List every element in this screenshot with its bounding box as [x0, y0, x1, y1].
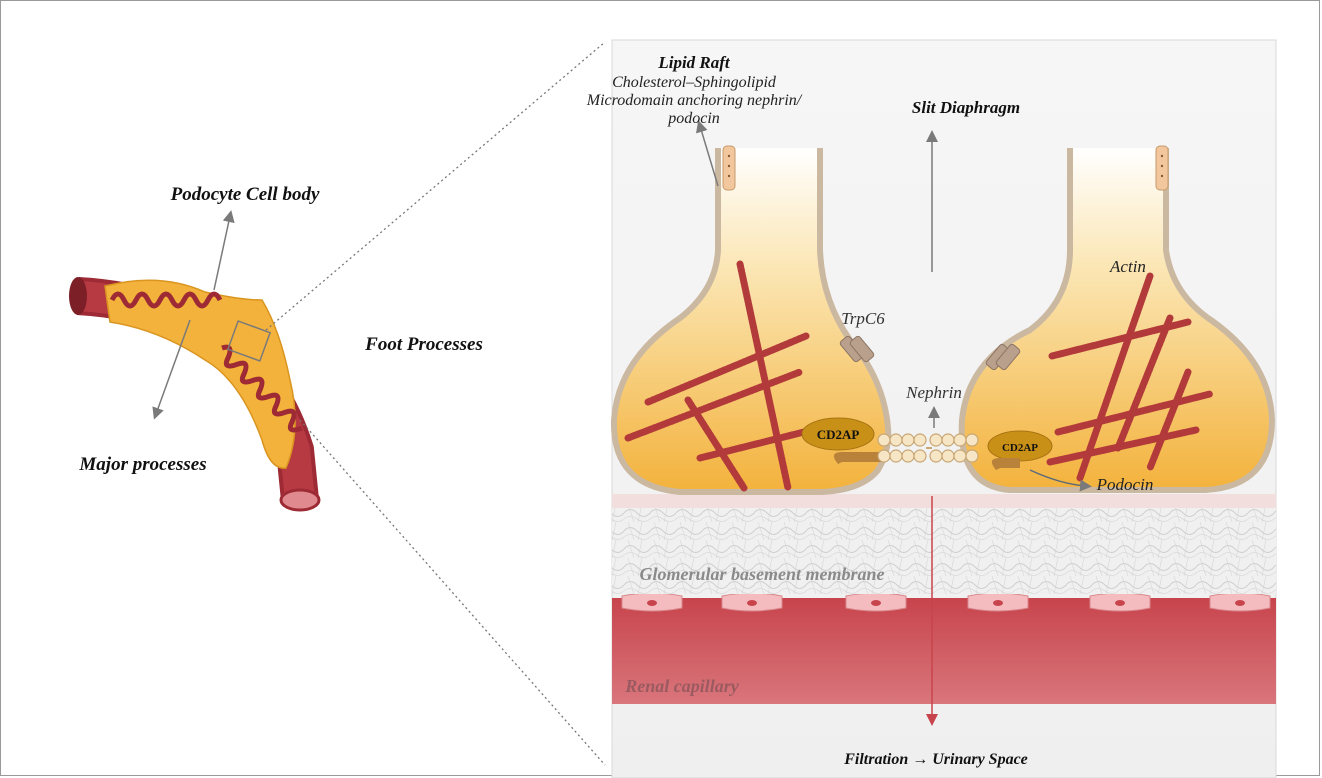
cell-body-label: Podocyte Cell body: [170, 184, 320, 205]
endothelial-nucleus: [993, 600, 1003, 606]
endothelial-nucleus: [1235, 600, 1245, 606]
trpc6-label: TrpC6: [841, 309, 885, 328]
nephrin-label: Nephrin: [905, 383, 962, 402]
endothelial-nucleus: [647, 600, 657, 606]
lipid-raft-desc-line1: Cholesterol–Sphingolipid: [612, 74, 777, 91]
lipid-raft-right: [1156, 146, 1168, 190]
gbm-label: Glomerular basement membrane: [639, 564, 884, 584]
foot-processes-label: Foot Processes: [364, 334, 483, 355]
capillary-opening-bottom: [281, 490, 319, 510]
cd2ap-right-label: CD2AP: [1002, 442, 1038, 454]
lipid-raft-desc-line2: Microdomain anchoring nephrin/: [586, 92, 803, 109]
cell-body-arrow: [214, 216, 230, 290]
zoom-line-bottom: [300, 420, 605, 765]
lipid-raft-desc-line3: podocin: [667, 110, 720, 127]
lipid-raft-title: Lipid Raft: [657, 53, 731, 72]
podocyte-body: [105, 280, 295, 468]
slit-diaphragm-label: Slit Diaphragm: [912, 98, 1020, 117]
cd2ap-left-label: CD2AP: [817, 427, 860, 442]
endothelial-nucleus: [747, 600, 757, 606]
major-processes-label: Major processes: [78, 454, 206, 475]
endothelial-nucleus: [1115, 600, 1125, 606]
actin-label: Actin: [1109, 257, 1146, 276]
gbm-top-layer: [612, 494, 1276, 508]
filtration-label: Filtration → Urinary Space: [843, 751, 1028, 768]
lipid-raft-left: [723, 146, 735, 190]
renal-capillary-label: Renal capillary: [624, 676, 740, 696]
podocin-label: Podocin: [1096, 475, 1154, 494]
capillary-opening-top: [69, 277, 87, 315]
endothelial-nucleus: [871, 600, 881, 606]
